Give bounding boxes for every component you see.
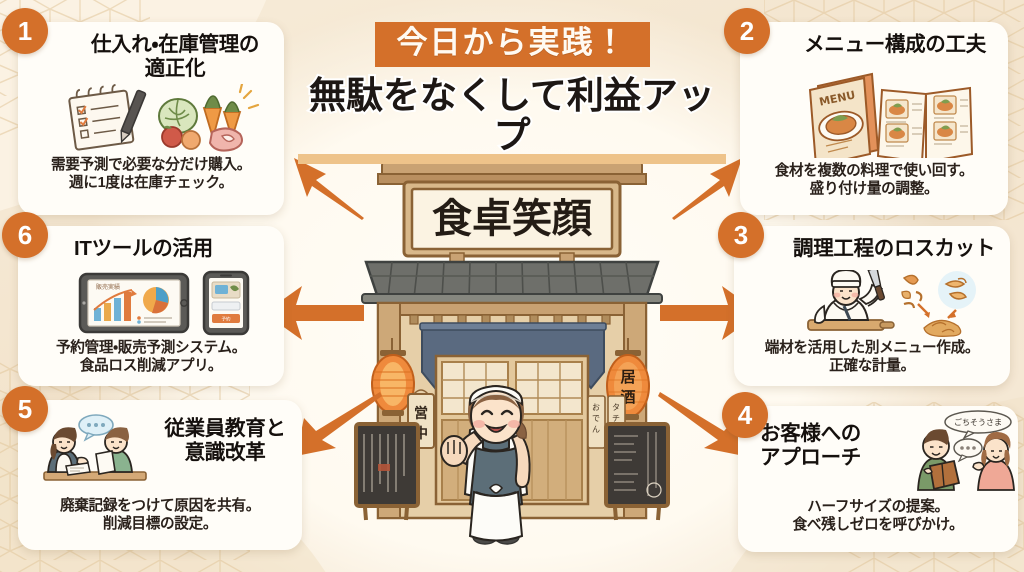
title-banner: 今日から実践！ bbox=[374, 22, 650, 67]
svg-text:タ: タ bbox=[612, 403, 620, 412]
card-5-title: 従業員教育と意識改革 bbox=[164, 417, 286, 464]
tablet-phone-icon: 販売実績 bbox=[40, 270, 262, 336]
svg-text:で: で bbox=[592, 414, 600, 423]
menu-book-icon: MENU bbox=[762, 70, 988, 158]
card-2[interactable]: 2 メニュー構成の工夫 MENU bbox=[724, 8, 1008, 215]
page-title: 無駄をなくして利益アップ bbox=[296, 73, 728, 165]
svg-text:お: お bbox=[592, 403, 600, 412]
card-1-description: 需要予測で必要な分だけ購入。週に1度は在庫チェック。 bbox=[50, 157, 252, 192]
chef-cutting-icon bbox=[752, 270, 992, 338]
card-6-number-badge: 6 bbox=[2, 212, 48, 258]
lantern-left bbox=[371, 338, 415, 416]
card-5-description: 廃棄記録をつけて原因を共有。削減目標の設定。 bbox=[59, 498, 261, 533]
card-4-title: お客様へのアプローチ bbox=[760, 422, 861, 469]
arrow-to-card-5 bbox=[296, 392, 382, 456]
svg-text:チ: チ bbox=[612, 414, 620, 423]
card-2-number-badge: 2 bbox=[724, 8, 770, 54]
card-2-title: メニュー構成の工夫 bbox=[804, 33, 986, 56]
card-1-number-badge: 1 bbox=[2, 8, 48, 54]
card-4-description: ハーフサイズの提案。食べ残しゼロを呼びかけ。 bbox=[792, 499, 964, 534]
card-3-title: 調理工程のロスカット bbox=[793, 237, 995, 260]
card-4-number-badge: 4 bbox=[722, 392, 768, 438]
card-4[interactable]: 4 お客様へのアプローチ ごちそうさま bbox=[722, 392, 1018, 552]
svg-text:予約: 予約 bbox=[222, 316, 231, 323]
card-6-title: ITツールの活用 bbox=[74, 237, 213, 260]
card-5-number-badge: 5 bbox=[2, 386, 48, 432]
speech-bubble-text: ごちそうさま bbox=[954, 417, 1002, 427]
arrow-to-card-2 bbox=[672, 158, 742, 220]
svg-text:営: 営 bbox=[414, 405, 428, 422]
tablet-chart-label: 販売実績 bbox=[96, 283, 120, 291]
card-1[interactable]: 1 仕入れ・在庫管理の適正化 bbox=[2, 8, 284, 215]
card-3[interactable]: 3 調理工程のロスカット bbox=[718, 212, 1010, 386]
chalkboard-right bbox=[604, 422, 670, 521]
card-3-description: 端材を活用した別メニュー作成。正確な計量。 bbox=[764, 340, 980, 375]
shop-sign-text: 食卓笑顔 bbox=[432, 196, 592, 242]
card-5[interactable]: 5 従業員教育と意識改革 bbox=[2, 386, 302, 550]
card-6[interactable]: 6 ITツールの活用 販売実績 bbox=[2, 212, 284, 386]
arrow-to-card-6 bbox=[264, 286, 364, 340]
card-6-description: 予約管理・販売予測システム。食品ロス削減アプリ。 bbox=[55, 340, 247, 375]
title-main-text: 無駄をなくして利益アップ bbox=[307, 73, 717, 158]
lantern-right-text-1: 居 bbox=[620, 368, 635, 386]
card-1-title: 仕入れ・在庫管理の適正化 bbox=[90, 33, 260, 80]
notepad-vegetables-icon bbox=[36, 84, 266, 152]
svg-text:ん: ん bbox=[592, 425, 600, 434]
staff-character bbox=[440, 384, 531, 545]
title-block: 今日から実践！ 無駄をなくして利益アップ bbox=[296, 22, 728, 165]
staff-meeting-icon bbox=[34, 414, 156, 492]
customers-talking-icon: ごちそうさま bbox=[916, 410, 1016, 492]
shop-illustration: 食卓笑顔 bbox=[354, 161, 670, 545]
food-scraps bbox=[901, 274, 923, 309]
card-2-description: 食材を複数の料理で使い回す。盛り付け量の調整。 bbox=[774, 163, 974, 198]
card-3-number-badge: 3 bbox=[718, 212, 764, 258]
